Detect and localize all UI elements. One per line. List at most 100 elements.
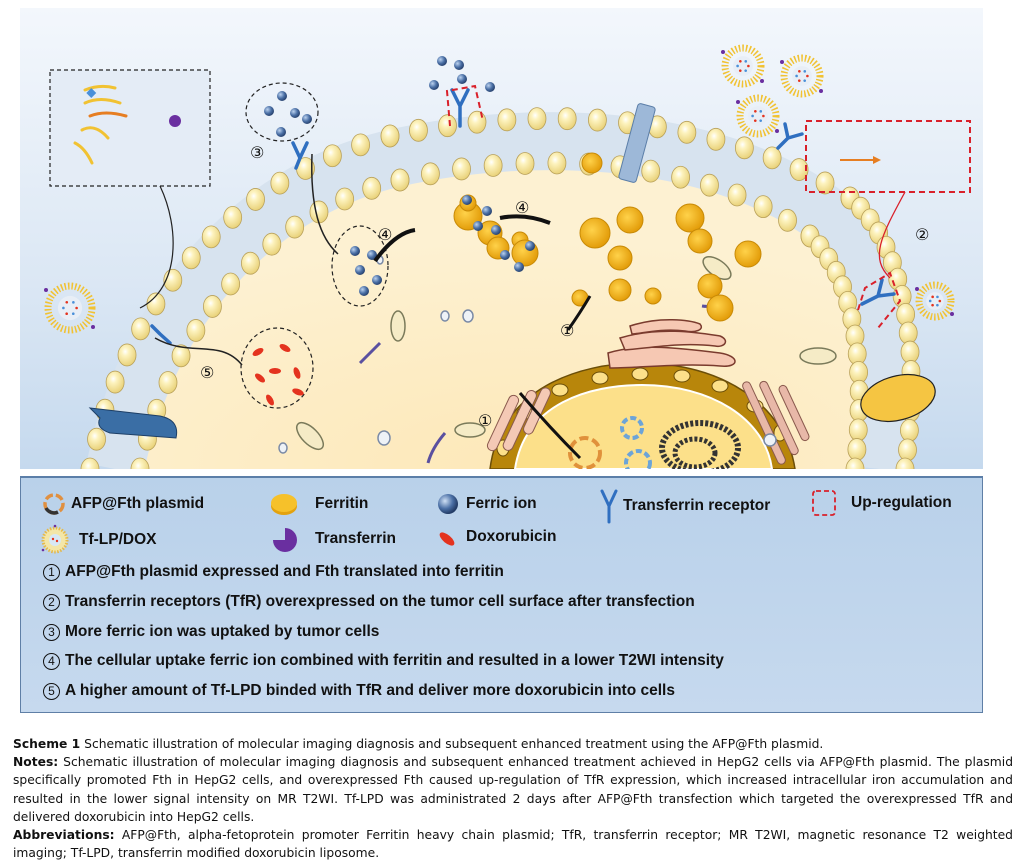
lipid-head: [171, 344, 191, 368]
ferritin: [581, 152, 603, 174]
up-regulation-dashed-box-icon: [811, 488, 851, 518]
ferritin: [675, 203, 705, 233]
cell-diagram: ③ ④ ④ ① ① ② ⑤: [44, 44, 971, 469]
step-text: Transferrin receptors (TfR) overexpresse…: [65, 593, 695, 610]
lipid-head: [900, 419, 919, 442]
liposome-cargo: [931, 303, 934, 307]
caption-notes: Notes: Schematic illustration of molecul…: [13, 753, 1013, 826]
liposome-transferrin: [819, 89, 823, 93]
liposome-cargo: [759, 119, 762, 122]
lipid-head: [815, 171, 835, 195]
liposome-shell: [721, 44, 765, 88]
lipid-head: [706, 127, 726, 151]
step4-marker-b: ④: [515, 198, 529, 217]
lipid-head: [285, 215, 305, 239]
lipid-head: [158, 371, 178, 394]
ferric-ion: [457, 74, 467, 84]
liposome-cargo: [803, 70, 807, 73]
lipid-head: [527, 107, 547, 131]
lipid-heads-inner: [130, 151, 869, 469]
step1-marker-b: ①: [478, 411, 492, 430]
liposome-cargo: [72, 301, 75, 304]
ferric-ion: [525, 241, 535, 251]
step4-marker-a: ④: [378, 225, 392, 244]
lipid-head: [335, 187, 355, 211]
ferric-ion: [473, 221, 483, 231]
legend-label: Ferritin: [315, 495, 369, 512]
ferric-ion: [355, 265, 365, 275]
ferric-ion: [500, 250, 510, 260]
liposome-shell: [915, 281, 955, 321]
lipid-head: [309, 200, 329, 224]
lipid-head: [452, 157, 471, 181]
mitochondria: [295, 255, 837, 451]
liposome-transferrin: [721, 50, 725, 54]
liposome-cargo: [747, 64, 750, 68]
ferric-ion: [350, 246, 360, 256]
lipid-head: [898, 438, 917, 462]
lipid-head: [380, 124, 400, 148]
step5-marker: ⑤: [200, 363, 214, 382]
scheme-label: Scheme 1: [13, 737, 81, 751]
tf-lp-dox-liposomes: [44, 44, 955, 334]
legend-label: Up-regulation: [851, 494, 952, 511]
liposome-shell: [44, 282, 96, 334]
legend-panel: AFP@Fth plasmid Ferritin Ferric ion Tran…: [20, 476, 983, 713]
liposome-cargo: [797, 79, 801, 82]
lipid-head: [421, 162, 440, 186]
ferric-ion: [367, 250, 377, 260]
lipid-head: [789, 158, 809, 181]
step-text: AFP@Fth plasmid expressed and Fth transl…: [65, 563, 504, 580]
liposome-core: [748, 106, 768, 126]
caption-title: Scheme 1 Schematic illustration of molec…: [13, 735, 1013, 753]
transferrin-receptors: [150, 88, 896, 345]
doxorubicin-molecule: [292, 388, 304, 396]
step-number-circle: 3: [43, 623, 60, 641]
step4-arrow-a: [373, 228, 416, 263]
legend-item-plasmid: AFP@Fth plasmid: [41, 491, 204, 517]
lipid-head: [117, 343, 137, 367]
legend-label: Transferrin receptor: [623, 497, 771, 514]
abbreviations-label: Abbreviations:: [13, 828, 115, 843]
lipid-head: [734, 136, 754, 160]
lipid-head: [557, 107, 577, 131]
up-regulation-markers: [445, 84, 971, 329]
lipid-head: [588, 108, 607, 132]
ferric-ion: [491, 225, 501, 235]
lipid-head: [671, 165, 691, 189]
lipid-head: [778, 208, 797, 232]
liposome-cargo: [936, 303, 939, 307]
liposome-cargo: [744, 60, 748, 63]
chromatin: [659, 420, 741, 469]
caption-abbreviations: Abbreviations: AFP@Fth, alpha-fetoprotei…: [13, 826, 1013, 862]
ferric-ions: [264, 56, 535, 296]
step-number-circle: 5: [43, 682, 60, 700]
lipid-head: [351, 133, 370, 157]
legend-label: Tf-LP/DOX: [79, 531, 157, 548]
liposome: [44, 282, 96, 334]
cell-illustration: ③ ④ ④ ① ① ② ⑤: [20, 8, 983, 469]
liposome-core: [57, 295, 83, 321]
ferritin: [697, 273, 723, 299]
ferritin: [616, 206, 644, 234]
doxorubicin-molecules: [252, 344, 304, 406]
step-text: A higher amount of Tf-LPD binded with Tf…: [65, 682, 675, 699]
step2-marker: ②: [915, 225, 929, 244]
liposome-cargo: [751, 114, 754, 118]
step-text: The cellular uptake ferric ion combined …: [65, 652, 724, 669]
doxorubicin-molecule: [279, 344, 291, 352]
up-regulation-connector: [878, 191, 906, 279]
liposome-cargo: [928, 299, 932, 303]
nuclear-plasmids: [568, 416, 652, 469]
ferric-ion-icon: [436, 491, 466, 517]
ferritin: [734, 240, 762, 268]
legend-item-ferritin: Ferritin: [269, 491, 368, 517]
lipid-head: [547, 151, 567, 175]
inset-connector: [139, 185, 174, 309]
step1-marker-a: ①: [560, 321, 574, 340]
lipid-head: [186, 319, 206, 342]
ferritin: [644, 287, 662, 305]
liposome-transferrin: [91, 325, 95, 329]
